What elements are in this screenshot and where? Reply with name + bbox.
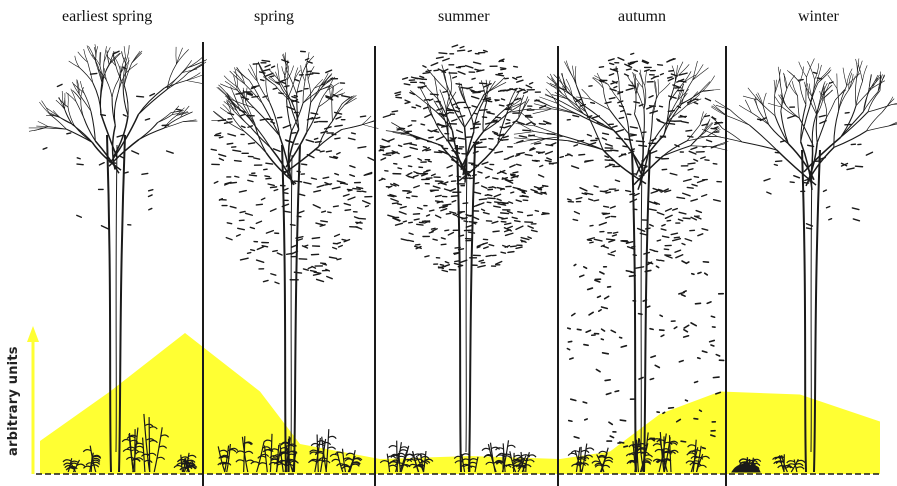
y-axis-arrow bbox=[27, 326, 39, 474]
y-axis-label: arbitrary units bbox=[6, 346, 26, 456]
tree-summer bbox=[379, 45, 557, 472]
